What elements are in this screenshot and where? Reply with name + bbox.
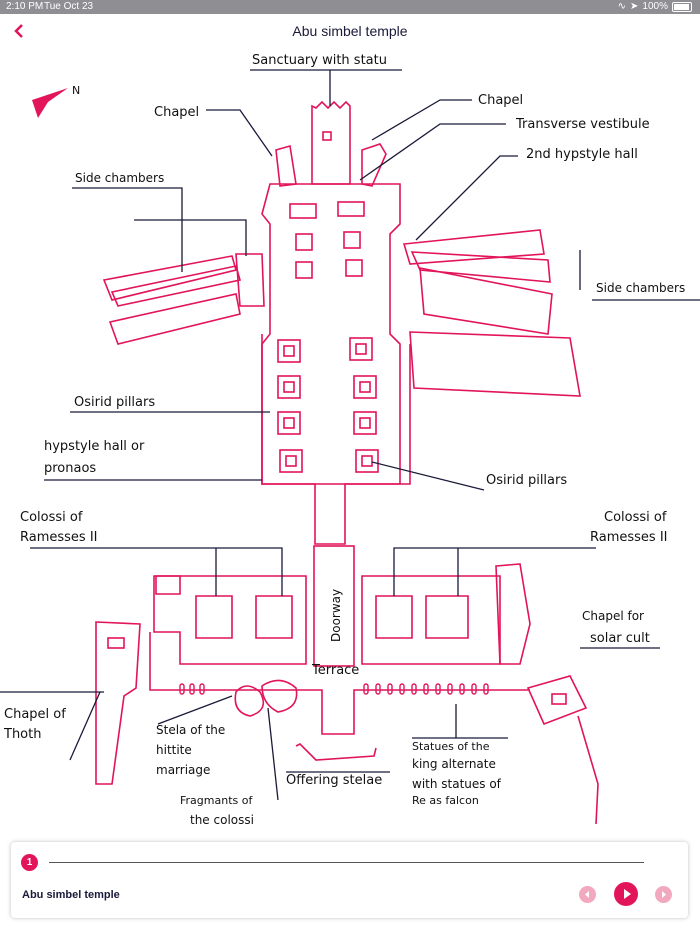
label-colossi-right-1: Colossi of (604, 510, 667, 525)
label-statues-4: Re as falcon (412, 794, 479, 807)
label-2nd-hypostyle: 2nd hypstyle hall (526, 147, 638, 162)
skip-back-button[interactable] (579, 886, 596, 903)
label-colossi-right-2: Ramesses II (590, 530, 668, 545)
label-terrace: Terrace (311, 663, 359, 678)
skip-forward-icon (662, 891, 666, 898)
label-fragments-2: the colossi (190, 813, 254, 827)
back-button[interactable] (8, 18, 32, 44)
label-stela-2: hittite (156, 743, 192, 757)
temple-map[interactable]: N (0, 44, 700, 844)
label-solar-chapel-2: solar cult (590, 631, 650, 646)
status-bar: 2:10 PM Tue Oct 23 ∿ ➤ 100% (0, 0, 700, 14)
track-number-badge: 1 (21, 854, 38, 871)
play-button[interactable] (614, 882, 638, 906)
temple-plan: N (0, 53, 700, 827)
label-colossi-left-1: Colossi of (20, 510, 83, 525)
status-right: ∿ ➤ 100% (618, 1, 692, 12)
skip-back-icon (585, 891, 589, 898)
status-date: Tue Oct 23 (44, 1, 94, 12)
north-arrow-icon: N (32, 84, 80, 118)
statue-row (179, 683, 489, 695)
label-colossi-left-2: Ramesses II (20, 530, 98, 545)
battery-percent: 100% (642, 1, 668, 12)
leader-lines (0, 69, 700, 801)
audio-player: 1 Abu simbel temple (11, 842, 688, 918)
label-offering: Offering stelae (286, 773, 382, 788)
label-thoth-1: Chapel of (4, 707, 66, 722)
location-icon: ➤ (630, 1, 639, 12)
label-side-chambers-left: Side chambers (75, 171, 164, 185)
label-osirid-right: Osirid pillars (486, 473, 567, 488)
label-osirid-left: Osirid pillars (74, 395, 155, 410)
play-icon (624, 889, 631, 899)
label-fragments-1: Fragmants of (180, 794, 253, 807)
label-hypostyle-2: pronaos (44, 461, 96, 476)
label-statues-1: Statues of the (412, 740, 490, 753)
progress-bar[interactable] (49, 862, 644, 863)
nav-bar: Abu simbel temple (0, 14, 700, 48)
label-chapel-right: Chapel (478, 93, 523, 108)
skip-forward-button[interactable] (655, 886, 672, 903)
label-stela-1: Stela of the (156, 723, 225, 737)
label-side-chambers-right: Side chambers (596, 281, 685, 295)
wifi-icon: ∿ (617, 1, 627, 12)
label-thoth-2: Thoth (3, 727, 41, 742)
page-title: Abu simbel temple (292, 23, 408, 39)
label-doorway: Doorway (329, 589, 343, 642)
label-hypostyle-1: hypstyle hall or (44, 439, 145, 454)
svg-text:N: N (72, 84, 80, 97)
label-solar-chapel-1: Chapel for (582, 609, 644, 623)
label-transverse-vestibule: Transverse vestibule (515, 117, 650, 132)
label-statues-2: king alternate (412, 757, 496, 771)
label-stela-3: marriage (156, 763, 210, 777)
label-chapel-left: Chapel (154, 105, 199, 120)
label-statues-3: with statues of (412, 777, 502, 791)
chevron-left-icon (14, 24, 23, 38)
label-sanctuary: Sanctuary with statu (252, 53, 387, 68)
status-time: 2:10 PM (6, 1, 44, 12)
battery-icon (672, 1, 692, 12)
track-title: Abu simbel temple (22, 889, 120, 901)
